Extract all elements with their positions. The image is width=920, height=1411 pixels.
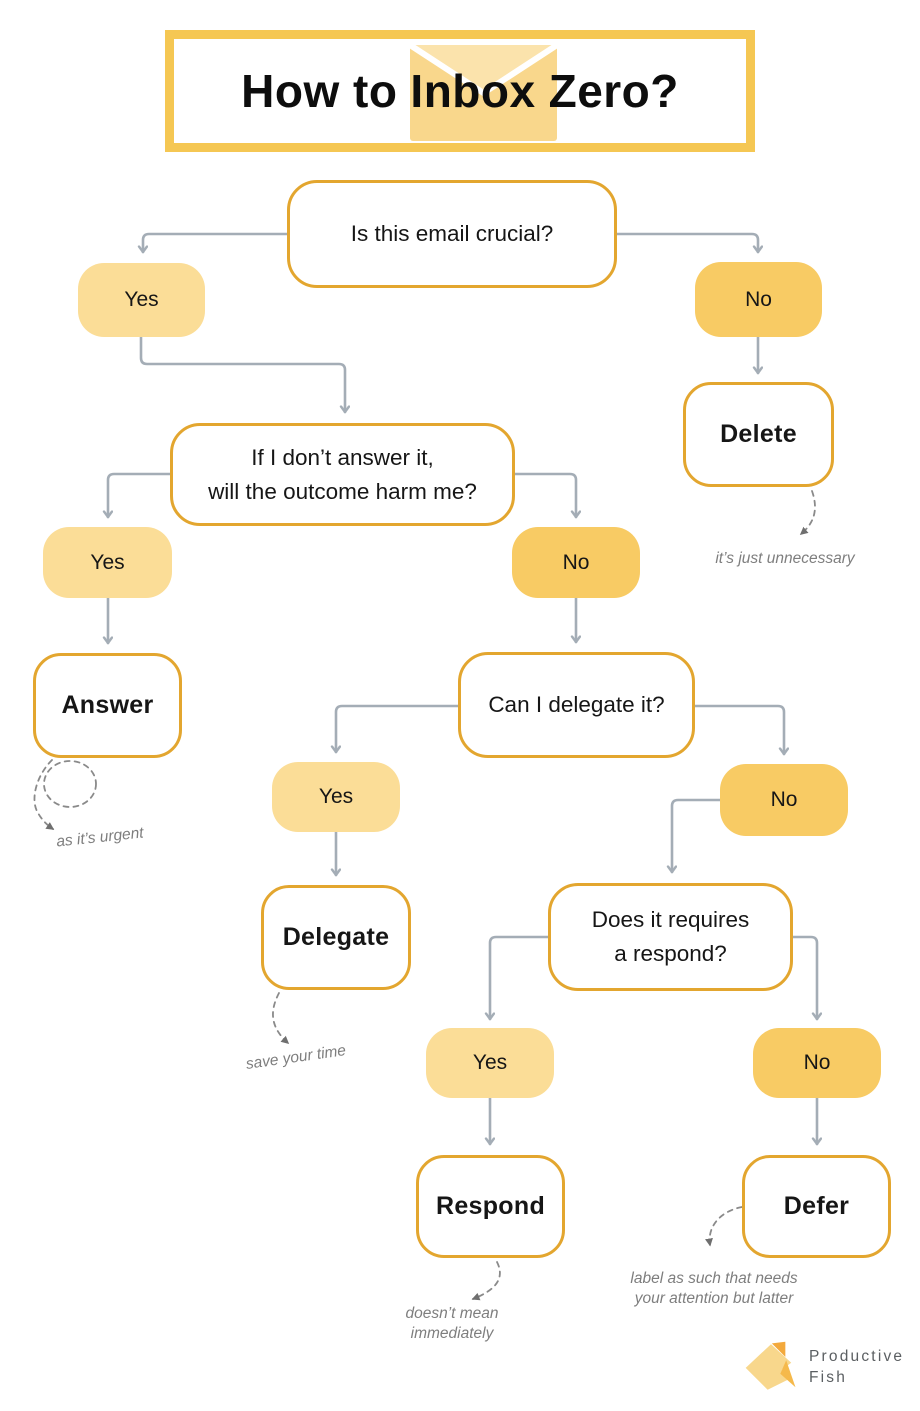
pill-crucial-yes-label: Yes [124, 288, 159, 311]
connector-q1-to-no1 [615, 232, 758, 254]
note-respond-line1: doesn’t mean [405, 1305, 499, 1322]
question-box-crucial: Is this email crucial? [287, 180, 617, 288]
logo-text: Productive Fish [809, 1346, 904, 1388]
action-delete-label: Delete [720, 420, 797, 448]
note-defer-line2: your attention but latter [634, 1290, 794, 1308]
note-defer-line1: label as such that needs [630, 1270, 798, 1287]
pill-crucial-yes: Yes [78, 263, 205, 337]
dashed-arrow-delete-note [799, 490, 816, 535]
pill-respond-yes: Yes [426, 1028, 554, 1098]
question-harm-line2: will the outcome harm me? [208, 478, 477, 504]
connector-yes1-to-q2 [139, 335, 345, 414]
envelope-icon [410, 45, 557, 141]
page-title: How to Inbox Zero? [241, 64, 679, 118]
logo-line2: Fish [809, 1369, 848, 1386]
pill-delegate-yes: Yes [272, 762, 400, 832]
action-box-delegate: Delegate [261, 885, 411, 990]
connector-q3-to-no3 [693, 704, 784, 756]
pill-respond-yes-label: Yes [472, 1051, 508, 1074]
question-box-respond: Does it requires a respond? [548, 883, 793, 991]
pill-harm-no: No [512, 527, 640, 598]
dashed-loop-answer-note [43, 760, 97, 808]
pill-delegate-no-label: No [770, 788, 798, 811]
note-delete: it’s just unnecessary [715, 550, 855, 567]
title-word-1: How to [241, 65, 398, 117]
action-respond-label: Respond [435, 1192, 546, 1220]
question-box-harm: If I don’t answer it, will the outcome h… [170, 423, 515, 526]
logo-line1: Productive [809, 1348, 905, 1365]
note-respond-line2: immediately [410, 1325, 494, 1343]
action-box-delete: Delete [683, 382, 834, 487]
question-respond-line1: Does it requires [591, 907, 750, 933]
connector-q1-to-yes1 [143, 232, 289, 254]
question-respond-line2: a respond? [614, 941, 727, 966]
question-delegate-label: Can I delegate it? [488, 692, 665, 718]
dashed-arrow-respond-note [471, 1261, 501, 1301]
pill-harm-no-label: No [562, 550, 590, 574]
pill-respond-no: No [753, 1028, 881, 1098]
pill-delegate-yes-label: Yes [318, 785, 354, 808]
connector-q2-to-no2 [513, 472, 576, 519]
action-defer-label: Defer [783, 1192, 850, 1220]
action-answer-label: Answer [61, 691, 154, 719]
question-harm-line1: If I don’t answer it, [251, 444, 434, 470]
dashed-arrow-defer-note [705, 1206, 743, 1247]
action-box-respond: Respond [416, 1155, 565, 1258]
question-crucial-label: Is this email crucial? [350, 221, 554, 247]
pill-harm-yes: Yes [43, 527, 172, 598]
pill-harm-yes-label: Yes [90, 550, 125, 574]
action-box-defer: Defer [742, 1155, 891, 1258]
dashed-arrow-answer-note [33, 759, 55, 830]
pill-crucial-no-label: No [745, 287, 772, 311]
note-respond: doesn’t mean immediately [352, 1304, 552, 1344]
action-box-answer: Answer [33, 653, 182, 758]
title-banner: How to Inbox Zero? [165, 30, 755, 152]
connector-no3-to-q4 [672, 798, 722, 874]
connector-q3-to-yes3 [336, 704, 460, 754]
connector-q4-to-no4 [791, 935, 817, 1021]
pill-respond-no-label: No [803, 1051, 831, 1074]
title-word-2: Inbox [410, 65, 536, 117]
question-box-delegate: Can I delegate it? [458, 652, 695, 758]
note-defer: label as such that needs your attention … [614, 1269, 814, 1309]
title-word-3: Zero? [548, 65, 679, 117]
productive-fish-logo: Productive Fish [744, 1336, 904, 1398]
fish-icon [745, 1341, 796, 1390]
pill-crucial-no: No [695, 262, 822, 337]
connector-q2-to-yes2 [108, 472, 172, 519]
pill-delegate-no: No [720, 764, 848, 836]
dashed-arrow-delegate-note [272, 992, 290, 1044]
connector-q4-to-yes4 [490, 935, 552, 1021]
action-delegate-label: Delegate [282, 923, 390, 951]
